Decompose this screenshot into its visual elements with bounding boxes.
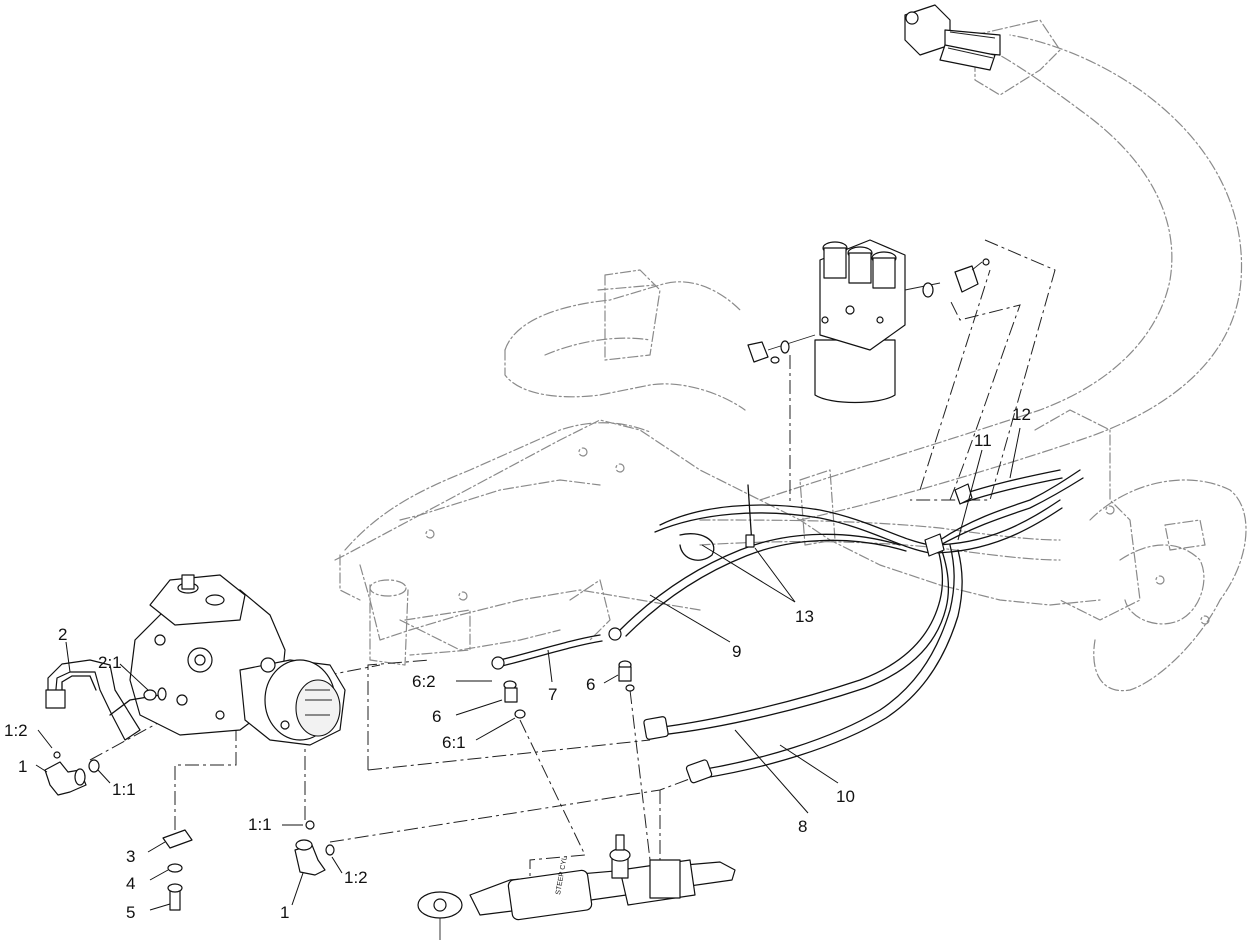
leader-lines xyxy=(35,427,1021,911)
callout-6-left: 6 xyxy=(432,707,441,726)
callout-2: 2 xyxy=(58,625,67,644)
callout-1-1-left: 1:1 xyxy=(112,780,136,799)
callout-5: 5 xyxy=(126,903,135,922)
callout-4: 4 xyxy=(126,874,135,893)
callout-12: 12 xyxy=(1012,405,1031,424)
callout-6-1: 6:1 xyxy=(442,733,466,752)
callout-13: 13 xyxy=(795,607,814,626)
callout-8: 8 xyxy=(798,817,807,836)
callout-2-1: 2:1 xyxy=(98,653,122,672)
callout-3: 3 xyxy=(126,847,135,866)
callout-1-2-left: 1:2 xyxy=(4,721,28,740)
callout-11: 11 xyxy=(974,431,992,450)
hoses xyxy=(491,469,1084,784)
callout-6-right: 6 xyxy=(586,675,595,694)
callout-1-2-center: 1:2 xyxy=(344,868,368,887)
callout-1-center: 1 xyxy=(280,903,289,922)
callout-6-2: 6:2 xyxy=(412,672,436,691)
callout-labels: 1 1:2 1:1 2 2:1 3 4 5 1:1 1:2 1 6:2 6 6:… xyxy=(4,405,1031,922)
pump-assembly xyxy=(44,574,346,911)
frame-phantom xyxy=(334,19,1247,692)
callout-9: 9 xyxy=(732,642,741,661)
phantom-routes xyxy=(89,239,1056,880)
steering-cylinder: STEER CYL xyxy=(417,834,736,940)
callout-7: 7 xyxy=(548,685,557,704)
callout-1-left: 1 xyxy=(18,757,27,776)
steering-valve xyxy=(747,239,990,404)
steering-column-fittings xyxy=(904,4,1001,71)
callout-1-1-center: 1:1 xyxy=(248,815,272,834)
callout-10: 10 xyxy=(836,787,855,806)
